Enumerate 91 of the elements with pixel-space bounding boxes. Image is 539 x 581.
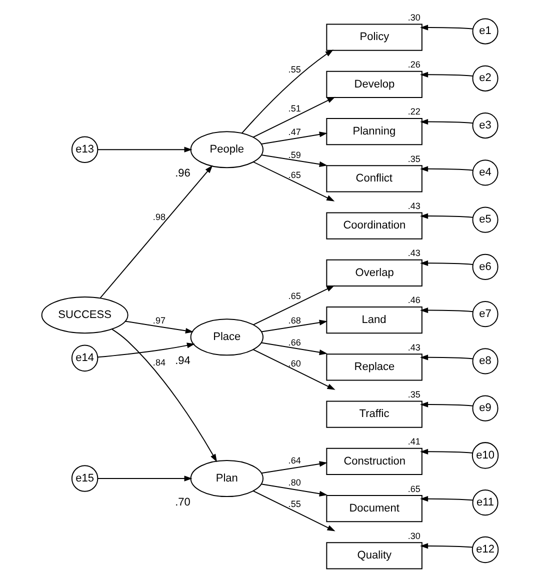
node-circle: e5 bbox=[472, 206, 498, 233]
node-circle: e15 bbox=[70, 465, 98, 492]
edge-label: .59 bbox=[288, 150, 300, 160]
node-box: Land bbox=[326, 306, 422, 334]
node-label: .94 bbox=[174, 355, 190, 367]
arrow bbox=[111, 328, 217, 462]
arrow bbox=[420, 118, 472, 125]
node-label: .22 bbox=[407, 106, 420, 117]
arrow bbox=[260, 484, 327, 496]
node-ellipse: Place bbox=[190, 318, 263, 356]
arrow bbox=[420, 72, 472, 78]
node-circle: e8 bbox=[472, 348, 498, 374]
node-circle: e9 bbox=[472, 395, 498, 422]
node-circle: e7 bbox=[472, 301, 498, 328]
node-ellipse: People bbox=[190, 131, 263, 168]
node-box: Conflict bbox=[326, 165, 422, 192]
edge-label: .97 bbox=[152, 315, 165, 326]
arrow bbox=[99, 165, 212, 298]
arrow bbox=[420, 354, 472, 360]
node-ellipse: SUCCESS bbox=[40, 296, 128, 334]
node-box: Quality bbox=[326, 542, 422, 570]
node-label: .70 bbox=[174, 496, 190, 508]
arrow bbox=[252, 349, 335, 390]
arrow bbox=[96, 342, 195, 358]
node-label: .30 bbox=[407, 530, 420, 541]
arrow bbox=[260, 342, 327, 356]
node-circle: e10 bbox=[471, 442, 498, 469]
arrow bbox=[260, 154, 327, 167]
edge-label: .55 bbox=[288, 64, 300, 75]
edge-label: .80 bbox=[288, 478, 300, 488]
arrow bbox=[420, 496, 472, 502]
node-label: .30 bbox=[407, 12, 420, 22]
node-circle: e6 bbox=[472, 254, 498, 280]
node-label: .35 bbox=[407, 389, 420, 400]
node-circle: e12 bbox=[471, 536, 498, 564]
arrow bbox=[420, 24, 472, 30]
arrow bbox=[420, 402, 472, 408]
node-circle: e1 bbox=[472, 18, 498, 44]
arrow bbox=[260, 132, 327, 145]
arrow bbox=[97, 476, 192, 482]
node-circle: e3 bbox=[472, 112, 498, 139]
node-box: Develop bbox=[326, 70, 422, 98]
node-circle: e11 bbox=[472, 490, 498, 516]
edge-label: .60 bbox=[288, 358, 300, 368]
node-box: Traffic bbox=[326, 400, 422, 428]
edge-label: .65 bbox=[288, 291, 300, 302]
node-label: .43 bbox=[407, 200, 420, 211]
arrow bbox=[124, 320, 194, 334]
edge-label: .98 bbox=[152, 212, 165, 222]
node-label: .43 bbox=[407, 342, 420, 352]
edge-label: .51 bbox=[288, 104, 300, 114]
arrow bbox=[252, 285, 334, 326]
arrow bbox=[420, 543, 472, 549]
arrow bbox=[260, 461, 327, 474]
arrow bbox=[252, 162, 334, 202]
node-ellipse: Plan bbox=[190, 460, 263, 498]
edge-label: .47 bbox=[288, 126, 300, 137]
node-circle: e14 bbox=[70, 344, 98, 372]
arrow bbox=[260, 320, 327, 332]
node-label: .65 bbox=[407, 484, 420, 494]
arrow bbox=[420, 307, 472, 314]
edge-label: .65 bbox=[288, 170, 300, 180]
node-label: .96 bbox=[174, 167, 190, 180]
node-box: Overlap bbox=[326, 259, 422, 286]
arrow bbox=[252, 96, 335, 138]
node-label: .43 bbox=[407, 248, 420, 258]
node-box: Replace bbox=[326, 354, 422, 381]
edge-label: .84 bbox=[152, 357, 165, 368]
arrow bbox=[420, 166, 472, 172]
node-label: .41 bbox=[407, 436, 420, 447]
node-box: Planning bbox=[326, 118, 422, 146]
node-label: .26 bbox=[407, 60, 420, 70]
edge-label: .64 bbox=[288, 456, 300, 466]
edge-label: .66 bbox=[288, 337, 300, 348]
node-label: .35 bbox=[407, 154, 420, 164]
arrow bbox=[97, 146, 192, 152]
edge-label: .55 bbox=[288, 498, 300, 509]
node-circle: e2 bbox=[472, 65, 498, 92]
node-label: .46 bbox=[407, 295, 420, 306]
arrow bbox=[420, 260, 472, 266]
node-box: Document bbox=[326, 495, 422, 522]
node-circle: e13 bbox=[70, 136, 98, 163]
arrow bbox=[241, 50, 333, 134]
arrow bbox=[420, 213, 472, 219]
node-circle: e4 bbox=[472, 160, 498, 186]
node-box: Construction bbox=[326, 448, 422, 475]
edge-label: .68 bbox=[288, 315, 300, 326]
arrow bbox=[420, 448, 472, 454]
node-box: Policy bbox=[326, 24, 422, 51]
arrow bbox=[252, 490, 335, 532]
node-box: Coordination bbox=[326, 212, 422, 240]
